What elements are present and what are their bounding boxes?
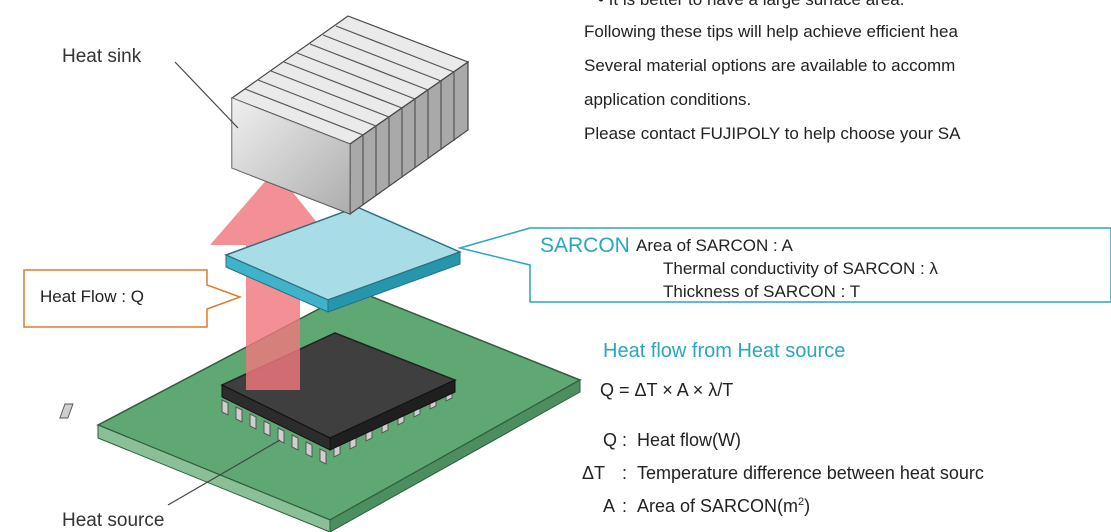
tip-line-0: • It is better to have a large surface a… [598,0,904,10]
def-dt-colon: : [622,463,628,483]
tip-line-1: Following these tips will help achieve e… [584,22,958,41]
sarcon-thickness: Thickness of SARCON : T [663,282,861,301]
tip-line-2: Several material options are available t… [584,56,956,75]
heat-sink-label: Heat sink [62,46,142,67]
def-dt-text: Temperature difference between heat sour… [637,463,984,483]
def-dt-symbol: ΔT [582,463,606,483]
def-a-colon: : [622,496,628,516]
formula-heading: Heat flow from Heat source [603,340,846,362]
def-q-text: Heat flow(W) [637,430,742,450]
heat-flow-callout [23,269,243,328]
formula-equation: Q = ΔT × A × λ/T [600,380,734,400]
sarcon-area: Area of SARCON : A [636,236,793,255]
heat-sink-leader [174,61,239,129]
sarcon-title: SARCON [540,234,630,257]
tip-line-4: Please contact FUJIPOLY to help choose y… [584,124,961,143]
def-a-superscript: 2 [798,496,805,508]
def-a-main: Area of SARCON(m [637,496,799,516]
def-a-close: ) [804,496,811,516]
heat-source-leader [167,439,281,506]
heat-sink [230,15,470,216]
sarcon-callout [457,227,1111,303]
def-q-symbol: Q [603,430,618,450]
def-a-text: Area of SARCON(m2) [637,496,810,517]
def-q-colon: : [622,430,628,450]
sarcon-pad [223,206,463,313]
sarcon-conductivity: Thermal conductivity of SARCON : λ [663,259,938,278]
heat-source-label: Heat source [62,510,165,531]
heat-flow-label: Heat Flow : Q [40,287,144,306]
tip-line-3: application conditions. [584,90,752,109]
def-a-symbol: A [603,496,616,516]
